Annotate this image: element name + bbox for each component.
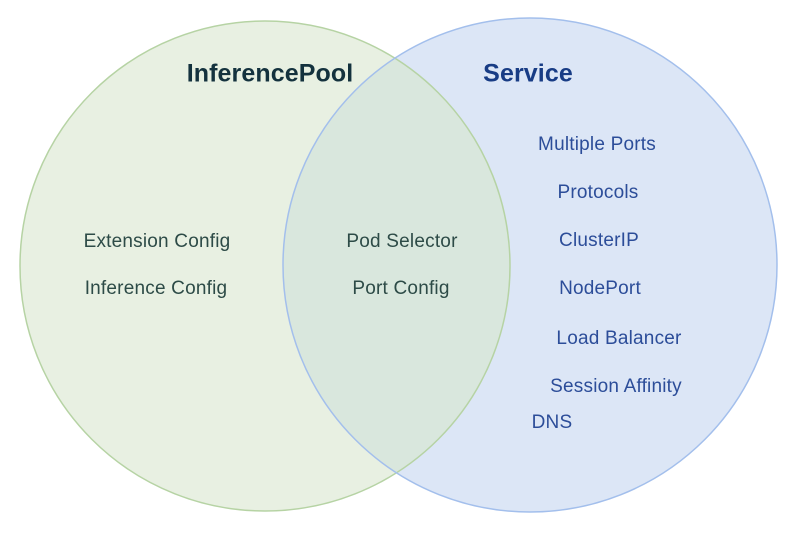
venn-item-session-affinity: Session Affinity — [550, 376, 682, 397]
venn-item-load-balancer: Load Balancer — [556, 328, 682, 349]
venn-item-multiple-ports: Multiple Ports — [538, 134, 656, 155]
venn-item-inference-config: Inference Config — [84, 278, 228, 299]
venn-item-nodeport: NodePort — [559, 278, 641, 299]
inferencepool-title: InferencePool — [186, 59, 354, 88]
venn-item-extension-config: Extension Config — [83, 231, 231, 252]
venn-item-pod-selector: Pod Selector — [346, 231, 458, 252]
venn-item-port-config: Port Config — [352, 278, 450, 299]
venn-item-clusterip: ClusterIP — [559, 230, 639, 251]
service-circle-outline — [282, 17, 778, 513]
inferencepool-circle-outline — [19, 20, 511, 512]
overlap-lens — [283, 21, 510, 511]
venn-item-protocols: Protocols — [557, 182, 639, 203]
venn-item-dns: DNS — [531, 412, 573, 433]
service-title: Service — [483, 59, 573, 88]
